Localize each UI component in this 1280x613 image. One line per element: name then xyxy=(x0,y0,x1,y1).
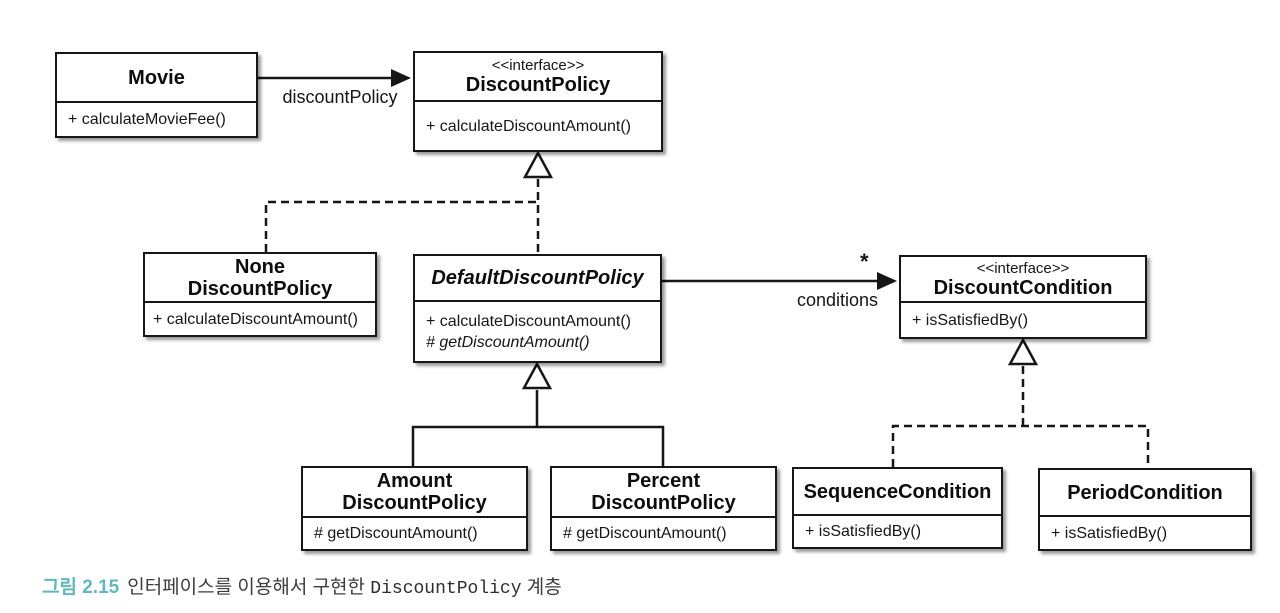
class-name: Amount xyxy=(376,470,453,492)
member-issatisfiedby: + isSatisfiedBy() xyxy=(1051,524,1168,542)
class-members-percentdiscountpolicy: # getDiscountAmount() xyxy=(552,518,775,549)
class-name: Percent xyxy=(626,470,701,492)
class-title-discountcondition: <<interface>> DiscountCondition xyxy=(901,257,1145,303)
member-issatisfiedby: + isSatisfiedBy() xyxy=(912,311,1029,329)
class-name: SequenceCondition xyxy=(803,480,992,503)
class-name: DiscountPolicy xyxy=(591,492,736,514)
association-arrow-default-discountcondition xyxy=(662,272,897,290)
stereotype-label: <<interface>> xyxy=(976,259,1070,277)
class-title-nonediscountpolicy: None DiscountPolicy xyxy=(145,254,375,303)
class-members-defaultdiscountpolicy: + calculateDiscountAmount() # getDiscoun… xyxy=(415,302,660,361)
member-calculatediscountamount: + calculateDiscountAmount() xyxy=(426,117,631,135)
caption-text-post: 계층 xyxy=(521,577,562,598)
class-members-discountpolicy: + calculateDiscountAmount() xyxy=(415,102,661,150)
class-title-movie: Movie xyxy=(57,54,256,103)
class-box-amountdiscountpolicy: Amount DiscountPolicy # getDiscountAmoun… xyxy=(301,466,528,551)
association-arrow-movie-discountpolicy xyxy=(258,69,411,87)
generalization-arrow-defaultdiscountpolicy xyxy=(411,361,665,466)
class-title-sequencecondition: SequenceCondition xyxy=(794,469,1001,516)
member-getdiscountamount: # getDiscountAmount() xyxy=(563,525,727,542)
caption-code: DiscountPolicy xyxy=(370,579,522,599)
class-name: DiscountPolicy xyxy=(187,277,333,300)
class-box-sequencecondition: SequenceCondition + isSatisfiedBy() xyxy=(792,467,1003,549)
class-members-nonediscountpolicy: + calculateDiscountAmount() xyxy=(145,303,375,335)
class-members-discountcondition: + isSatisfiedBy() xyxy=(901,303,1145,337)
class-title-defaultdiscountpolicy: DefaultDiscountPolicy xyxy=(415,256,660,302)
figure-caption: 그림 2.15 인터페이스를 이용해서 구현한 DiscountPolicy 계층 xyxy=(42,572,562,599)
realization-arrow-discountcondition xyxy=(891,337,1150,467)
member-issatisfiedby: + isSatisfiedBy() xyxy=(805,523,922,540)
class-members-amountdiscountpolicy: # getDiscountAmount() xyxy=(303,518,526,549)
association-label-conditions: conditions xyxy=(796,290,879,310)
association-label-discountpolicy: discountPolicy xyxy=(282,87,398,107)
class-title-percentdiscountpolicy: Percent DiscountPolicy xyxy=(552,468,775,518)
class-members-periodcondition: + isSatisfiedBy() xyxy=(1040,517,1250,549)
class-name: DefaultDiscountPolicy xyxy=(431,267,644,289)
class-box-percentdiscountpolicy: Percent DiscountPolicy # getDiscountAmou… xyxy=(550,466,777,551)
class-box-nonediscountpolicy: None DiscountPolicy + calculateDiscountA… xyxy=(143,252,377,337)
class-name: DiscountPolicy xyxy=(342,492,487,514)
class-members-movie: + calculateMovieFee() xyxy=(57,103,256,136)
stereotype-label: <<interface>> xyxy=(491,57,585,74)
caption-text-pre: 인터페이스를 이용해서 구현한 xyxy=(127,577,371,598)
realization-arrow-discountpolicy xyxy=(264,150,554,252)
multiplicity-star: * xyxy=(860,249,869,274)
class-name: None xyxy=(235,255,285,278)
class-name: DiscountPolicy xyxy=(465,74,611,96)
class-box-periodcondition: PeriodCondition + isSatisfiedBy() xyxy=(1038,468,1252,551)
class-box-movie: Movie + calculateMovieFee() xyxy=(55,52,258,138)
class-title-discountpolicy: <<interface>> DiscountPolicy xyxy=(415,53,661,102)
class-box-discountpolicy: <<interface>> DiscountPolicy + calculate… xyxy=(413,51,663,152)
member-getdiscountamount: # getDiscountAmount() xyxy=(314,525,478,542)
class-name: Movie xyxy=(128,66,185,89)
member-calculatediscountamount: + calculateDiscountAmount() xyxy=(426,312,631,330)
member-calculatemoviefee: + calculateMovieFee() xyxy=(68,111,226,128)
member-getdiscountamount: # getDiscountAmount() xyxy=(426,333,590,351)
class-name: DiscountCondition xyxy=(933,276,1113,299)
member-calculatediscountamount: + calculateDiscountAmount() xyxy=(153,310,358,328)
class-title-periodcondition: PeriodCondition xyxy=(1040,470,1250,517)
class-box-defaultdiscountpolicy: DefaultDiscountPolicy + calculateDiscoun… xyxy=(413,254,662,363)
class-title-amountdiscountpolicy: Amount DiscountPolicy xyxy=(303,468,526,518)
class-name: PeriodCondition xyxy=(1067,481,1223,504)
class-box-discountcondition: <<interface>> DiscountCondition + isSati… xyxy=(899,255,1147,339)
class-members-sequencecondition: + isSatisfiedBy() xyxy=(794,516,1001,547)
figure-number: 그림 2.15 xyxy=(42,577,120,598)
